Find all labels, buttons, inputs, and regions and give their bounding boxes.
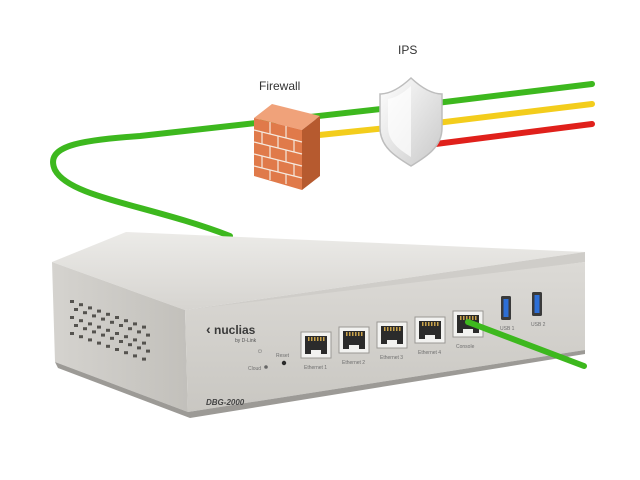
vent-hole — [146, 349, 150, 353]
cable-red-out — [417, 121, 595, 149]
vent-hole — [106, 344, 110, 348]
rj45-port-2[interactable] — [338, 326, 370, 354]
vent-hole — [128, 343, 132, 347]
power-indicator-label: ⏻ — [258, 349, 262, 355]
port-label: Console — [456, 344, 475, 350]
usb-port-2[interactable] — [532, 292, 542, 316]
reset-button[interactable] — [281, 360, 287, 366]
wan-cable-green — [50, 103, 411, 239]
vent-hole — [97, 341, 101, 345]
vent-hole — [146, 333, 150, 337]
model-label: DBG-2000 — [206, 398, 245, 407]
vent-hole — [88, 338, 92, 342]
brick-wall-icon — [253, 104, 320, 190]
rj45-port-1[interactable] — [300, 331, 332, 359]
vent-hole — [142, 325, 146, 329]
port-label: Ethernet 4 — [418, 350, 441, 356]
port-label: Ethernet 1 — [304, 365, 327, 371]
vent-hole — [106, 312, 110, 316]
usb-label: USB 2 — [531, 322, 546, 328]
brand-name: nuclias — [214, 323, 256, 337]
vent-hole — [83, 311, 87, 315]
gateway-device — [52, 232, 585, 418]
vent-hole — [101, 333, 105, 337]
ips-label: IPS — [398, 43, 417, 57]
vent-hole — [137, 346, 141, 350]
rj45-port-3[interactable] — [376, 321, 408, 349]
cloud-led — [264, 365, 268, 369]
rj45-port-4[interactable] — [414, 316, 446, 344]
usb-port-1[interactable] — [501, 296, 511, 320]
vent-hole — [106, 328, 110, 332]
vent-hole — [137, 330, 141, 334]
vent-hole — [124, 351, 128, 355]
usb-label: USB 1 — [500, 326, 515, 332]
vent-hole — [92, 314, 96, 318]
shield-icon — [379, 76, 443, 167]
reset-label: Reset — [276, 353, 290, 359]
vent-hole — [115, 332, 119, 335]
usb-row: USB 1 USB 2 — [500, 292, 546, 332]
vent-hole — [119, 324, 123, 327]
vent-hole — [97, 325, 101, 329]
vent-hole — [79, 319, 83, 323]
cloud-indicator-label: Cloud — [248, 366, 261, 372]
vent-hole — [133, 338, 137, 342]
vent-hole — [79, 335, 83, 339]
vent-hole — [119, 340, 123, 343]
vent-hole — [70, 300, 74, 303]
vent-hole — [124, 319, 128, 323]
vent-hole — [124, 335, 128, 339]
port-label: Ethernet 3 — [380, 355, 403, 361]
device-top — [52, 232, 585, 310]
console-cable-green — [465, 319, 587, 369]
vent-hole — [142, 357, 146, 361]
vent-hole — [83, 327, 87, 331]
vent-hole — [115, 348, 119, 351]
vent-hole — [88, 322, 92, 326]
vent-hole — [97, 309, 101, 313]
port-label: Ethernet 2 — [342, 360, 365, 366]
vent-hole — [70, 332, 74, 335]
vent-hole — [74, 308, 78, 311]
vent-hole — [128, 327, 132, 331]
brand-subtitle: by D-Link — [235, 338, 257, 344]
firewall-label: Firewall — [259, 79, 300, 93]
vent-hole — [79, 303, 83, 307]
vent-hole — [70, 316, 74, 319]
vent-hole — [88, 306, 92, 310]
vent-hole — [133, 354, 137, 358]
port-row: Ethernet 1 Ethernet 2 Ethernet 3 Ethernet 4… — [300, 310, 484, 371]
vent-hole — [142, 341, 146, 345]
svg-text:‹: ‹ — [206, 321, 211, 337]
side-vent-grid — [70, 300, 150, 361]
vent-hole — [115, 316, 119, 319]
nuclias-logo-icon: ‹ — [206, 321, 211, 337]
vent-hole — [110, 336, 114, 340]
device-left-side — [52, 262, 188, 412]
vent-hole — [92, 330, 96, 334]
vent-hole — [101, 317, 105, 321]
vent-hole — [110, 320, 114, 324]
vent-hole — [74, 324, 78, 327]
vent-hole — [133, 322, 137, 326]
